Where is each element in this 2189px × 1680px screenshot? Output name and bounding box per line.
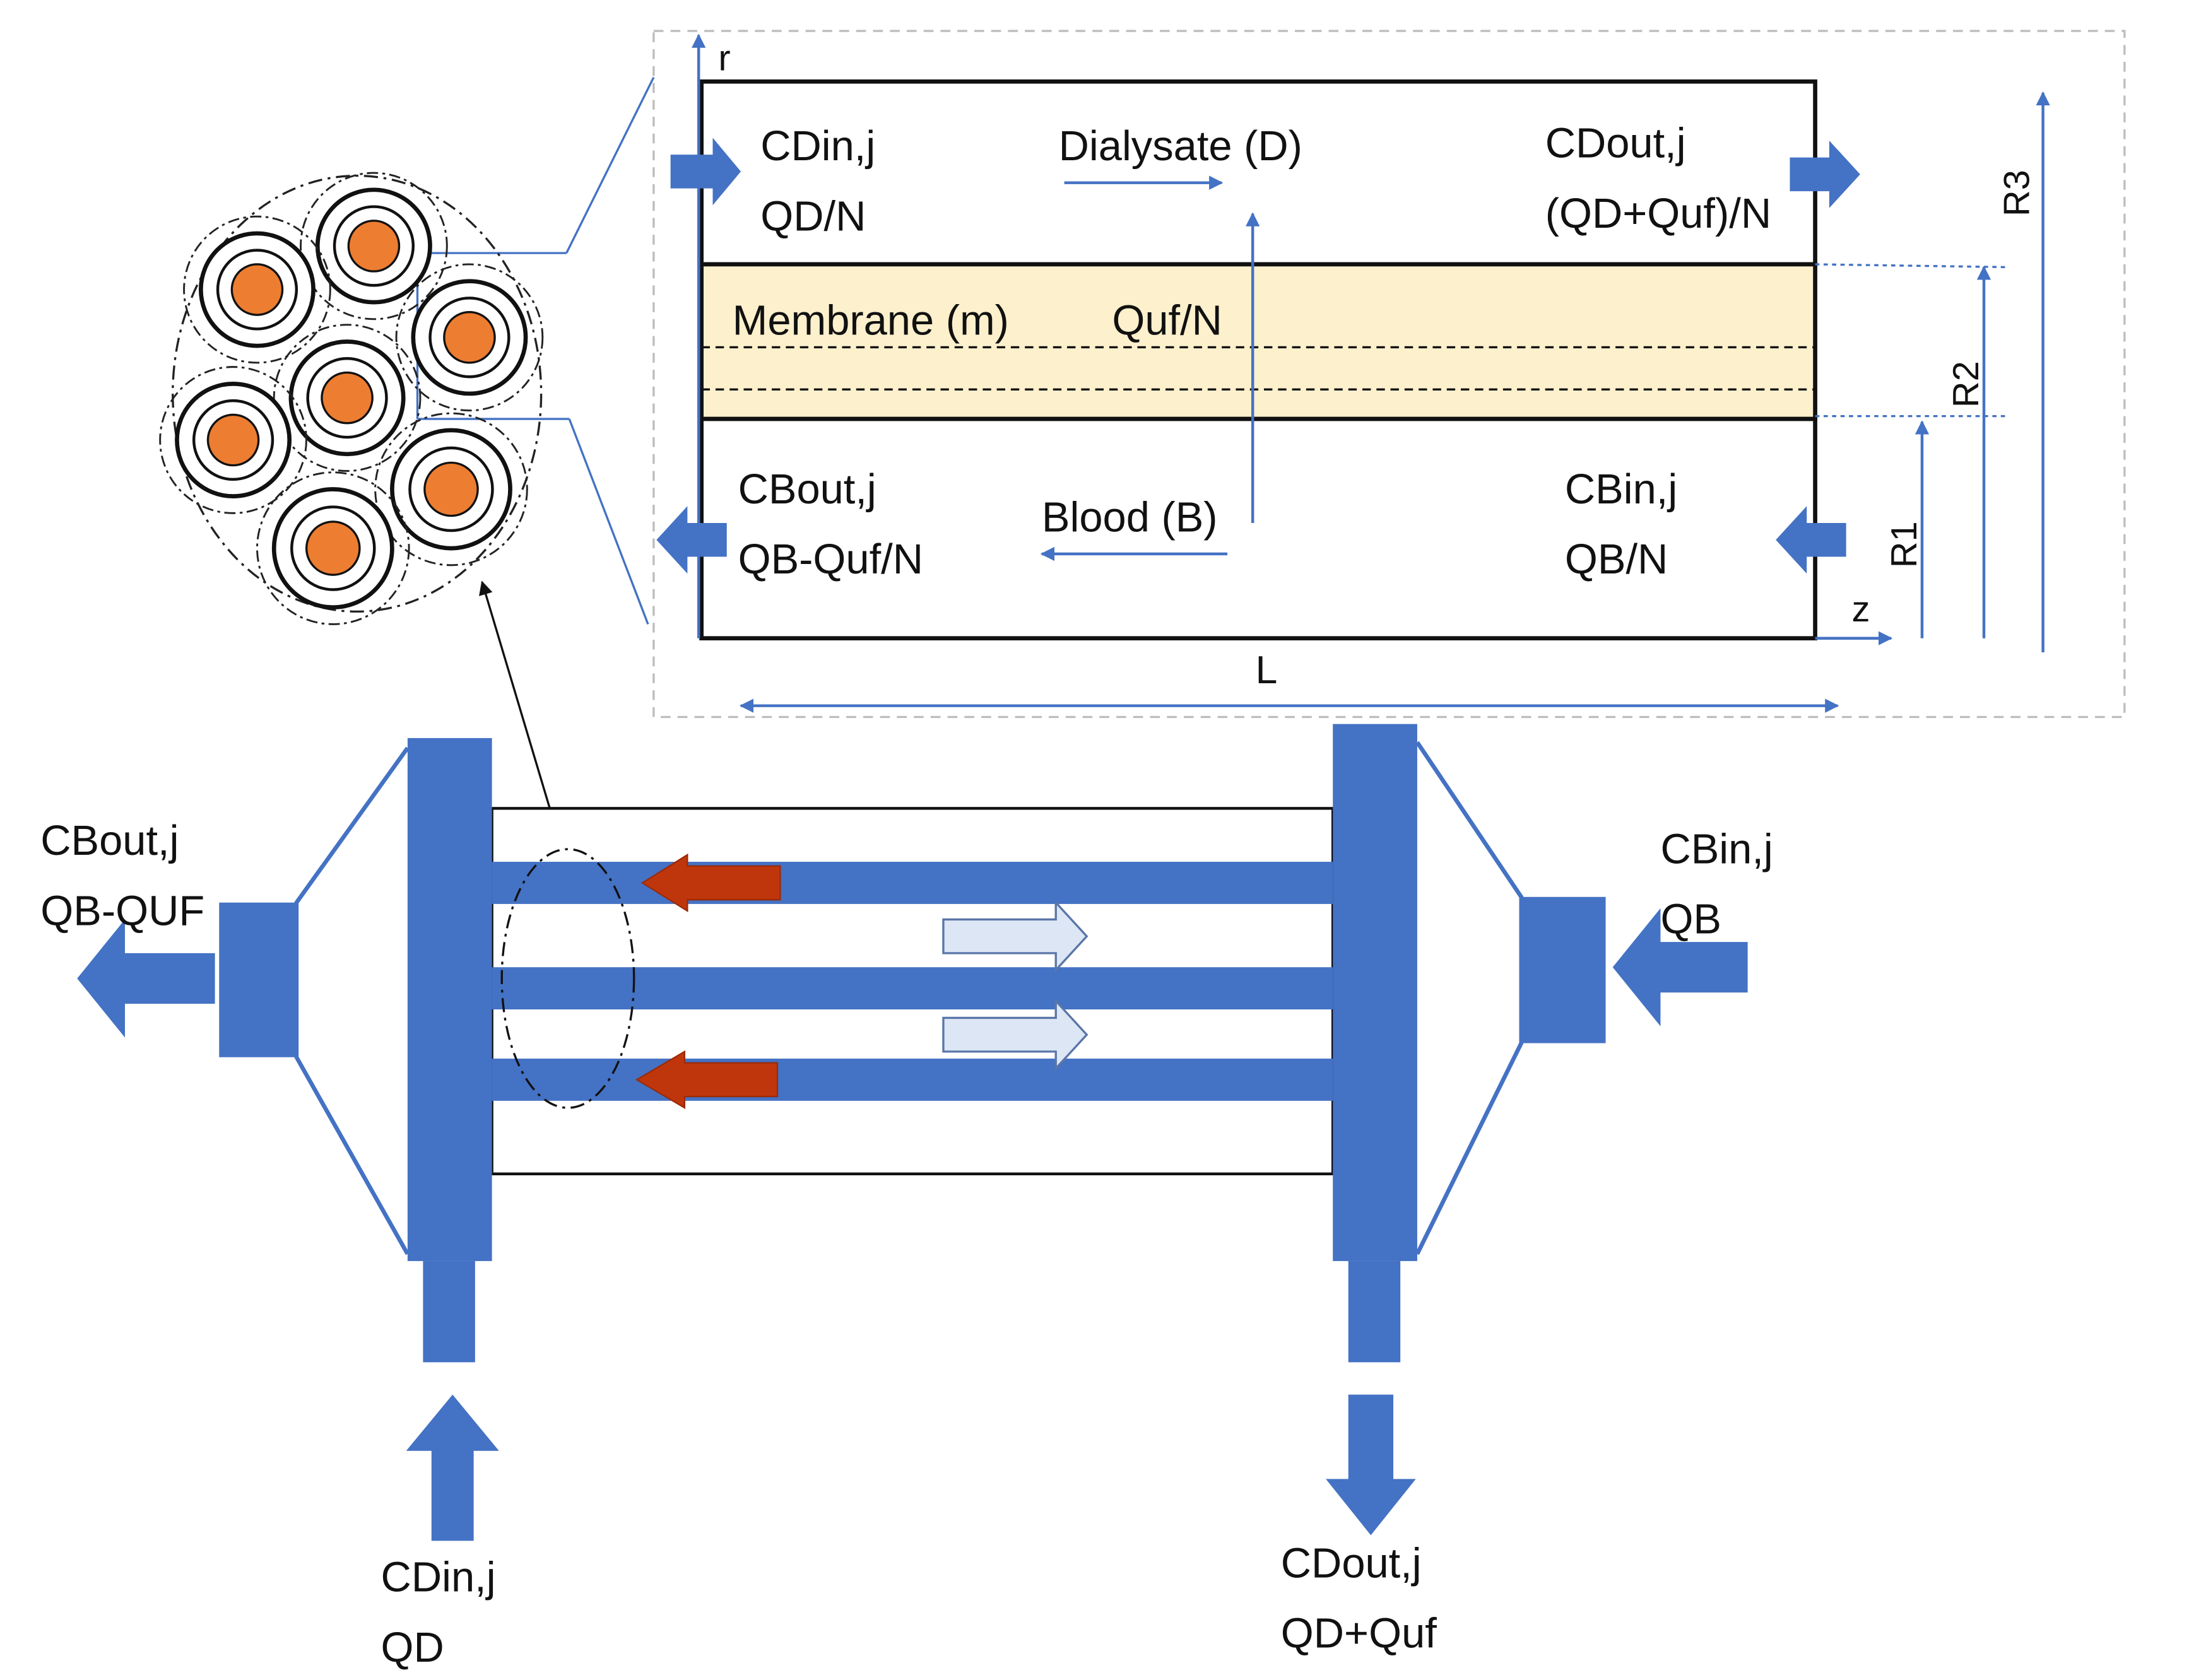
- blood-outlet-arrow-icon: [656, 506, 727, 574]
- left-header: [407, 737, 492, 1261]
- hollow-fiber: [492, 1059, 1333, 1101]
- fiber-blood-lumen: [347, 220, 401, 273]
- fiber-blood-lumen: [423, 461, 479, 517]
- zoom-connector-line: [565, 76, 655, 254]
- dialysate-label: Dialysate (D): [1059, 122, 1302, 170]
- left-end-cap: [294, 746, 410, 1255]
- fiber-blood-lumen: [305, 520, 361, 576]
- ultrafiltration-label: Quf/N: [1112, 297, 1222, 344]
- blood-inlet-concentration: CBin,j: [1660, 825, 1773, 872]
- blood-inlet-concentration: CBin,j: [1565, 466, 1677, 513]
- dialysate-inlet-arrow-icon: [670, 138, 741, 206]
- blood-outlet-concentration: CBout,j: [738, 466, 876, 513]
- dialysate-outlet-arrow-icon: [1326, 1394, 1416, 1536]
- fiber-dialysate-boundary: [256, 471, 410, 625]
- blood-outlet-flow: QB-Quf/N: [738, 536, 923, 583]
- fiber-blood-lumen: [230, 263, 284, 316]
- fiber-blood-lumen: [321, 371, 374, 425]
- fiber-dialysate-boundary: [159, 366, 307, 514]
- fiber-blood-lumen: [443, 311, 496, 364]
- radius-r1-label: R1: [1884, 521, 1925, 568]
- dialysate-inlet-flow: QD/N: [760, 192, 866, 240]
- dialysate-inlet-port: [423, 1260, 475, 1363]
- radius-guide-line: [1815, 263, 2005, 269]
- dialyzer-module: CBout,j QB-QUF CBin,j QB CDin,j QD CDout…: [40, 724, 1773, 1671]
- fiber-bundle-icon: [159, 172, 544, 625]
- fiber-dialysate-boundary: [183, 215, 331, 364]
- hollow-fiber: [492, 967, 1333, 1010]
- right-header: [1333, 724, 1417, 1261]
- dialysate-outlet-flow: (QD+Quf)/N: [1545, 190, 1771, 237]
- dialysate-outlet-arrow-icon: [1790, 140, 1860, 208]
- blood-inlet-arrow-icon: [1776, 506, 1846, 574]
- dialysate-outlet-port: [1348, 1260, 1401, 1363]
- blood-compartment: [699, 416, 1817, 641]
- fiber-dialysate-boundary: [374, 412, 528, 567]
- dialysate-outlet-flow: QD+Quf: [1281, 1610, 1437, 1657]
- membrane-layer: [699, 262, 1817, 421]
- hollow-fiber: [492, 862, 1333, 904]
- bundle-outline: [172, 174, 543, 613]
- radius-r3-label: R3: [1997, 170, 2037, 216]
- length-label: L: [1256, 649, 1278, 692]
- dialysate-flow-arrow-icon: [942, 900, 1089, 973]
- blood-outlet-port: [219, 902, 298, 1057]
- dialysate-flow-arrow-icon: [942, 998, 1089, 1071]
- blood-flow-arrow-icon: [640, 853, 781, 913]
- right-end-cap: [1415, 741, 1524, 1255]
- z-axis-label: z: [1852, 589, 1870, 630]
- blood-inlet-flow: QB: [1660, 896, 1721, 943]
- fiber-dialysate-boundary: [300, 172, 448, 320]
- dialysate-outlet-concentration: CDout,j: [1281, 1539, 1422, 1587]
- dialysate-compartment: [699, 79, 1817, 267]
- zoom-region-ellipse: [500, 848, 635, 1109]
- dialysate-inlet-concentration: CDin,j: [760, 122, 875, 170]
- blood-inlet-arrow-icon: [1612, 908, 1748, 1026]
- blood-inlet-flow: QB/N: [1565, 536, 1668, 583]
- detail-panel-frame: [652, 30, 2126, 719]
- blood-label: Blood (B): [1042, 493, 1218, 541]
- dialysate-outlet-concentration: CDout,j: [1545, 120, 1686, 167]
- blood-outlet-flow: QB-QUF: [40, 887, 204, 934]
- blood-outlet-arrow-icon: [77, 919, 215, 1038]
- zoom-connector-line: [568, 418, 649, 625]
- dialysate-inlet-flow: QD: [381, 1624, 444, 1671]
- fiber-dialysate-boundary: [395, 263, 544, 412]
- r-axis-label: r: [718, 38, 730, 78]
- fiber-dialysate-boundary: [273, 324, 422, 472]
- detail-panel: r z L CDin,j QD/N Dialysate (D) CDout,j …: [416, 30, 2126, 719]
- fiber-blood-lumen: [206, 413, 260, 467]
- membrane-label: Membrane (m): [733, 297, 1009, 344]
- blood-inlet-port: [1521, 896, 1606, 1043]
- blood-flow-arrow-icon: [635, 1050, 779, 1109]
- dialysate-inlet-concentration: CDin,j: [381, 1554, 496, 1601]
- radius-r2-label: R2: [1946, 361, 1986, 408]
- dialysate-inlet-arrow-icon: [406, 1394, 499, 1541]
- blood-outlet-concentration: CBout,j: [40, 817, 179, 864]
